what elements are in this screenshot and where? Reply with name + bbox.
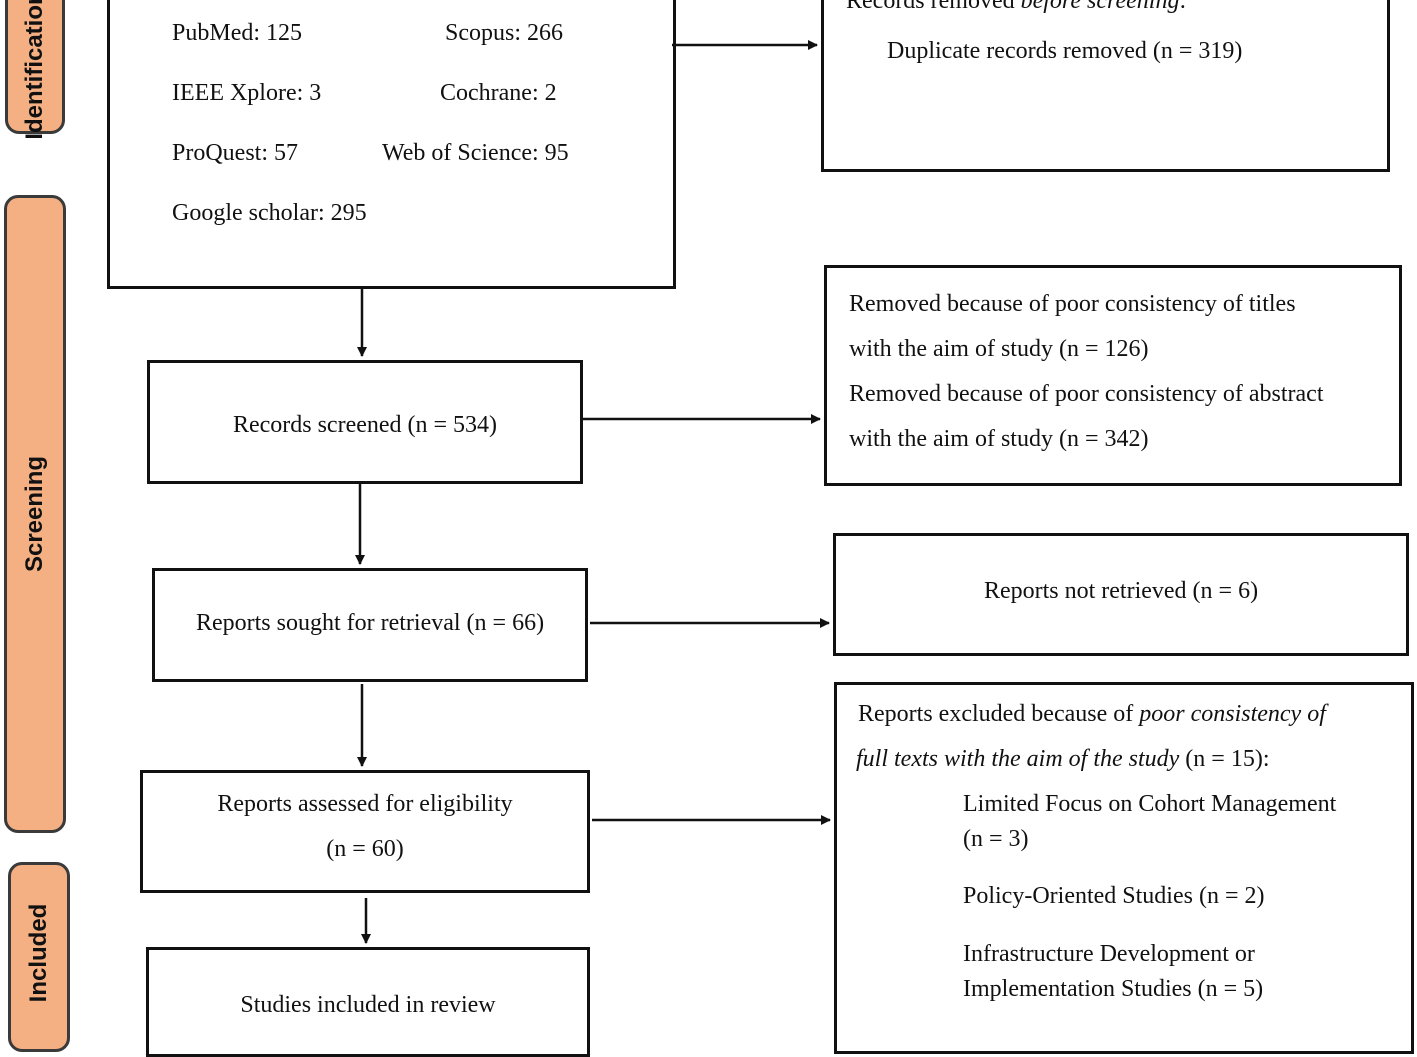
source-google: Google scholar: 295: [172, 200, 367, 226]
not-retrieved-label: Reports not retrieved (n = 6): [983, 578, 1259, 604]
removed-before-suffix: :: [1179, 0, 1187, 14]
reports-sought-label: Reports sought for retrieval (n = 66): [195, 610, 545, 636]
reports-sought-box: Reports sought for retrieval (n = 66): [152, 568, 588, 682]
excluded-full-suffix: (n = 15):: [1179, 746, 1270, 772]
screen-excluded-line1: Removed because of poor consistency of t…: [849, 291, 1296, 317]
not-retrieved-box: Reports not retrieved (n = 6): [833, 533, 1409, 656]
phase-included: Included: [8, 862, 70, 1052]
excluded-full-box: Reports excluded because of poor consist…: [834, 682, 1414, 1054]
screen-excluded-line3: Removed because of poor consistency of a…: [849, 381, 1324, 407]
source-proquest: ProQuest: 57: [172, 140, 298, 166]
removed-before-prefix: Records removed: [846, 0, 1021, 14]
reason3-line2: Implementation Studies (n = 5): [963, 976, 1264, 1002]
assessed-box: Reports assessed for eligibility (n = 60…: [140, 770, 590, 893]
records-screened-label: Records screened (n = 534): [232, 412, 498, 438]
assessed-line2: (n = 60): [326, 836, 404, 862]
reason2: Policy-Oriented Studies (n = 2): [963, 883, 1265, 909]
screen-excluded-line2: with the aim of study (n = 126): [849, 336, 1149, 362]
screen-excluded-box: Removed because of poor consistency of t…: [824, 265, 1402, 486]
removed-before-italic: before screening: [1020, 0, 1180, 14]
source-ieee: IEEE Xplore: 3: [172, 80, 322, 106]
phase-screening: Screening: [4, 195, 66, 833]
duplicates-removed: Duplicate records removed (n = 319): [887, 38, 1243, 64]
reason3-line1: Infrastructure Development or: [963, 941, 1255, 967]
included-label: Studies included in review: [240, 992, 496, 1018]
sources-box: PubMed: 125 Scopus: 266 IEEE Xplore: 3 C…: [107, 0, 676, 289]
excluded-full-heading-line2: full texts with the aim of the study (n …: [856, 747, 1269, 771]
assessed-line1: Reports assessed for eligibility: [217, 791, 513, 817]
excluded-full-italic1: poor consistency of: [1139, 701, 1326, 727]
excluded-full-italic2: full texts with the aim of the study: [856, 746, 1180, 772]
screen-excluded-line4: with the aim of study (n = 342): [849, 426, 1149, 452]
source-cochrane: Cochrane: 2: [440, 80, 557, 106]
excluded-full-prefix: Reports excluded because of: [858, 701, 1140, 727]
source-wos: Web of Science: 95: [382, 140, 569, 166]
excluded-full-heading-line1: Reports excluded because of poor consist…: [858, 702, 1326, 726]
phase-identification: Identification: [5, 0, 65, 140]
connector-arrows: [355, 40, 831, 944]
records-screened-box: Records screened (n = 534): [147, 360, 583, 484]
source-scopus: Scopus: 266: [445, 20, 564, 46]
removed-before-box: Records removed before screening: Duplic…: [821, 0, 1390, 172]
source-pubmed: PubMed: 125: [172, 20, 303, 46]
reason1-line1: Limited Focus on Cohort Management: [963, 791, 1337, 817]
removed-before-heading: Records removed before screening:: [846, 0, 1186, 13]
reason1-line2: (n = 3): [963, 826, 1029, 852]
